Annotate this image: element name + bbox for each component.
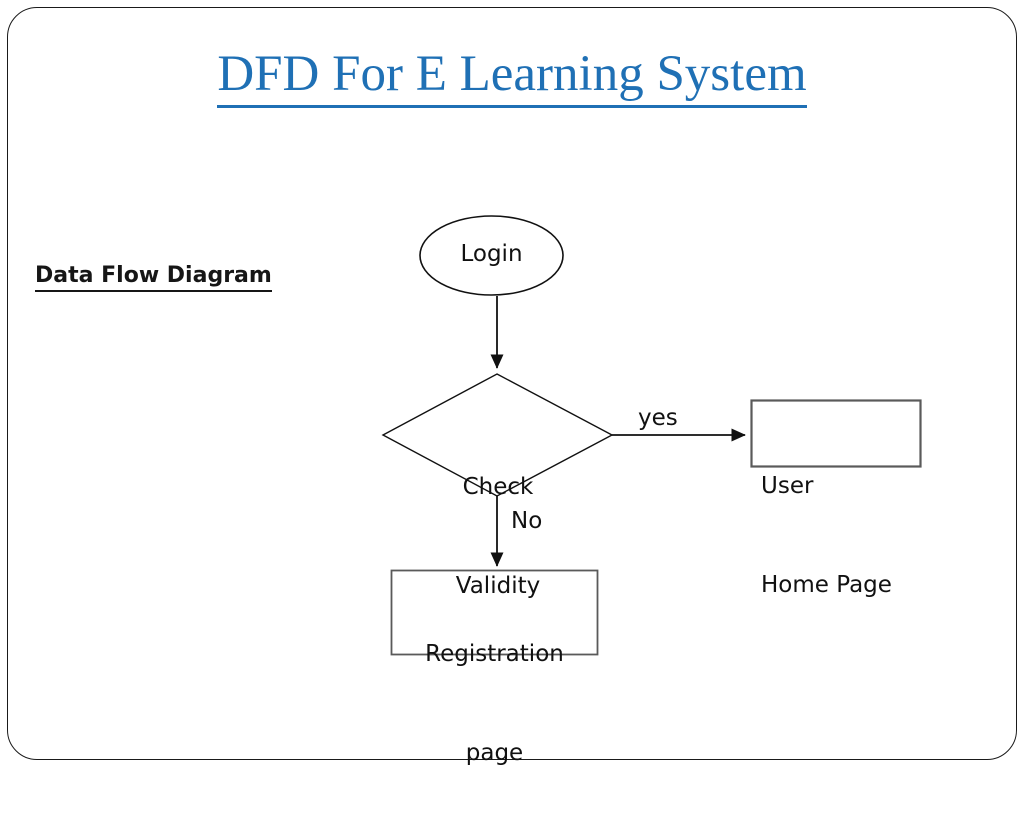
node-user-home-page-label-line2: Home Page xyxy=(761,572,892,598)
node-check-validity-label-line1: Check xyxy=(462,474,534,500)
node-login-label: Login xyxy=(460,241,523,267)
node-user-home-page-shape[interactable] xyxy=(750,399,922,468)
edge-label-no: No xyxy=(511,508,543,534)
edge-label-yes: yes xyxy=(638,405,678,431)
page-title: DFD For E Learning System xyxy=(60,46,964,108)
node-registration-page-label-line1: Registration xyxy=(425,641,564,667)
section-label: Data Flow Diagram xyxy=(35,263,272,292)
node-login-shape[interactable] xyxy=(419,215,564,296)
section-label-text: Data Flow Diagram xyxy=(35,263,272,292)
page-title-text: DFD For E Learning System xyxy=(217,46,807,108)
slide-canvas: DFD For E Learning System Data Flow Diag… xyxy=(7,7,1017,766)
node-user-home-page-label-line1: User xyxy=(761,473,814,499)
slide-border-frame xyxy=(7,7,1017,760)
node-user-home-page-label: User Home Page xyxy=(761,404,921,668)
node-check-validity-label: Check Validity xyxy=(392,405,604,669)
node-check-validity-label-line2: Validity xyxy=(455,573,541,599)
node-registration-page-label-line2: page xyxy=(465,740,524,766)
node-registration-page-shape[interactable] xyxy=(390,569,599,656)
node-registration-page-label: Registration page xyxy=(398,572,591,836)
flowchart-canvas xyxy=(381,215,922,656)
